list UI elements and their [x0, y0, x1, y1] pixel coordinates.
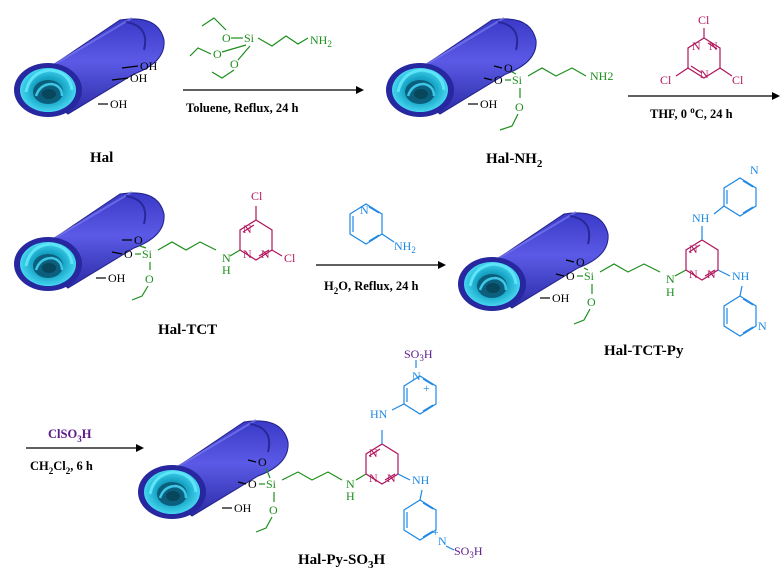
- n-label: N: [222, 251, 231, 265]
- o-label: O: [566, 269, 575, 283]
- n-label: N: [438, 534, 447, 548]
- h-label: H: [666, 285, 675, 299]
- cl-label: Cl: [698, 13, 710, 27]
- hn-label: HN: [370, 407, 388, 421]
- n-label: N: [369, 471, 378, 485]
- reagent-step4: ClSO3H: [48, 427, 92, 444]
- h-label: H: [346, 489, 355, 503]
- o-label: O: [222, 31, 231, 45]
- condition-step3: H2O, Reflux, 24 h: [324, 279, 418, 296]
- condition-step2: THF, 0 oC, 24 h: [650, 105, 733, 121]
- o-label: O: [587, 295, 596, 309]
- n-label: N: [412, 369, 421, 383]
- nh-label: NH: [412, 473, 430, 487]
- si-label: Si: [584, 269, 595, 283]
- hal-tct-triazine: N N N Cl Cl: [239, 189, 296, 265]
- o-label: O: [213, 47, 222, 61]
- o-label: O: [515, 100, 524, 114]
- o-label: O: [494, 73, 503, 87]
- o-label: O: [258, 455, 267, 469]
- si-label: Si: [266, 477, 277, 491]
- oh-label: OH: [130, 71, 148, 85]
- h-label: H: [222, 263, 231, 277]
- condition-step4: CH2Cl2, 6 h: [30, 459, 93, 476]
- compound-label-hal-tct-py: Hal-TCT-Py: [604, 343, 684, 359]
- compound-label-hal-tct: Hal-TCT: [158, 322, 217, 338]
- hal-hydroxyl-groups: OH OH OH: [98, 59, 158, 111]
- hal-py-so3h-pyridinium-top: N + SO3H: [403, 347, 437, 415]
- si-label: Si: [512, 73, 523, 87]
- o-label: O: [504, 61, 513, 75]
- nh2-plain-label: NH2: [590, 69, 613, 83]
- n-label: N: [666, 272, 675, 286]
- hal-nanotube-2: [384, 16, 538, 119]
- hal-tct-py-triazine: N N N NH NH: [685, 205, 750, 297]
- o-label: O: [124, 247, 133, 261]
- nh2-label: NH2: [310, 33, 332, 49]
- reaction-arrow-1: Toluene, Reflux, 24 h: [183, 86, 364, 115]
- n-label: N: [689, 242, 698, 256]
- n-label: N: [700, 67, 709, 81]
- n-label: N: [709, 39, 718, 53]
- n-label: N: [707, 267, 716, 281]
- n-label: N: [692, 39, 701, 53]
- cl-label: Cl: [284, 251, 296, 265]
- aminopyridine-reagent: N NH2: [349, 203, 416, 255]
- n-label: N: [369, 446, 378, 460]
- nh-label: NH: [732, 269, 750, 283]
- o-label: O: [269, 503, 278, 517]
- n-label: N: [360, 203, 369, 217]
- n-label: N: [387, 471, 396, 485]
- o-label: O: [248, 477, 257, 491]
- n-label: N: [689, 267, 698, 281]
- oh-label: OH: [552, 291, 570, 305]
- cl-label: Cl: [660, 73, 672, 87]
- n-label: N: [243, 222, 252, 236]
- compound-label-hal-nh2: Hal-NH2: [486, 151, 543, 170]
- n-label: N: [758, 319, 767, 333]
- so3h-label: SO3H: [454, 544, 483, 560]
- hal-tct-linker: O O Si O N H OH: [96, 233, 241, 301]
- cl-label: Cl: [732, 73, 744, 87]
- oh-label: OH: [140, 59, 158, 73]
- compound-label-hal-py-so3h: Hal-Py-SO3H: [298, 552, 386, 571]
- reaction-arrow-3: H2O, Reflux, 24 h: [316, 261, 446, 296]
- n-label: N: [346, 477, 355, 491]
- o-label: O: [576, 255, 585, 269]
- plus-label: +: [423, 381, 430, 395]
- oh-label: OH: [110, 97, 128, 111]
- si-label: Si: [142, 247, 153, 261]
- hal-py-so3h-linker: O O Si O N H OH: [222, 455, 367, 533]
- hal-nanotube-4: [456, 210, 610, 313]
- cl-label: Cl: [251, 189, 263, 203]
- si-label: Si: [244, 31, 255, 45]
- reaction-arrow-4: ClSO3H CH2Cl2, 6 h: [26, 427, 144, 476]
- oh-label: OH: [480, 97, 498, 111]
- hal-nanotube-5: [136, 418, 290, 521]
- hal-py-so3h-pyridinium-bottom: N + SO3H: [403, 499, 483, 560]
- aptes-reagent: O Si O O NH2: [189, 17, 332, 79]
- o-label: O: [230, 57, 239, 71]
- so3h-label: SO3H: [404, 347, 433, 363]
- hal-py-so3h-triazine: N N N HN NH: [365, 403, 430, 501]
- cyanuric-chloride-reagent: Cl N N N Cl Cl: [660, 13, 744, 87]
- o-label: O: [145, 272, 154, 286]
- compound-label-hal: Hal: [90, 150, 113, 166]
- o-label: O: [134, 233, 143, 247]
- hal-tct-py-pyridine-bottom: N: [723, 295, 767, 337]
- oh-label: OH: [234, 501, 252, 515]
- hal-tct-py-linker: O O Si O N H OH: [540, 255, 687, 325]
- n-label: N: [261, 247, 270, 261]
- n-label: N: [243, 247, 252, 261]
- hn-label: NH: [692, 211, 710, 225]
- oh-label: OH: [108, 271, 126, 285]
- plus-label: +: [432, 525, 439, 539]
- condition-step1: Toluene, Reflux, 24 h: [186, 101, 298, 115]
- hal-tct-py-pyridine-top: N: [723, 163, 759, 217]
- reaction-arrow-2: THF, 0 oC, 24 h: [628, 92, 780, 121]
- nh2-label: NH2: [394, 239, 416, 255]
- hal-nh2-silane-linker: O O Si NH2 O OH: [468, 61, 613, 131]
- n-label: N: [750, 163, 759, 177]
